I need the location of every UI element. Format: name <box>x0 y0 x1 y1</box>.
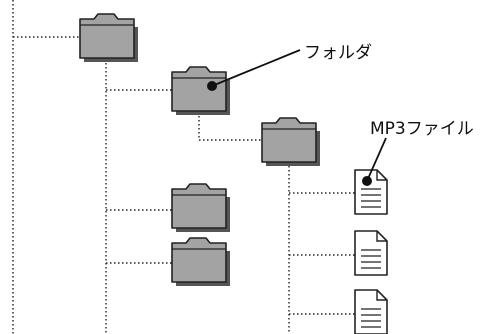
connector-lines <box>12 0 355 334</box>
folder-icon <box>261 117 321 167</box>
folder-label: フォルダ <box>304 43 372 63</box>
leader-line-mp3 <box>362 137 387 186</box>
folder-icon <box>171 237 231 287</box>
folder-icon <box>171 183 231 233</box>
document-icon <box>354 289 388 334</box>
document-icon <box>354 230 388 276</box>
leader-line-folder <box>207 49 301 91</box>
folder-icon <box>171 66 231 116</box>
mp3-file-label: MP3ファイル <box>370 119 474 139</box>
document-icon <box>354 169 388 215</box>
folder-icon <box>79 13 139 63</box>
